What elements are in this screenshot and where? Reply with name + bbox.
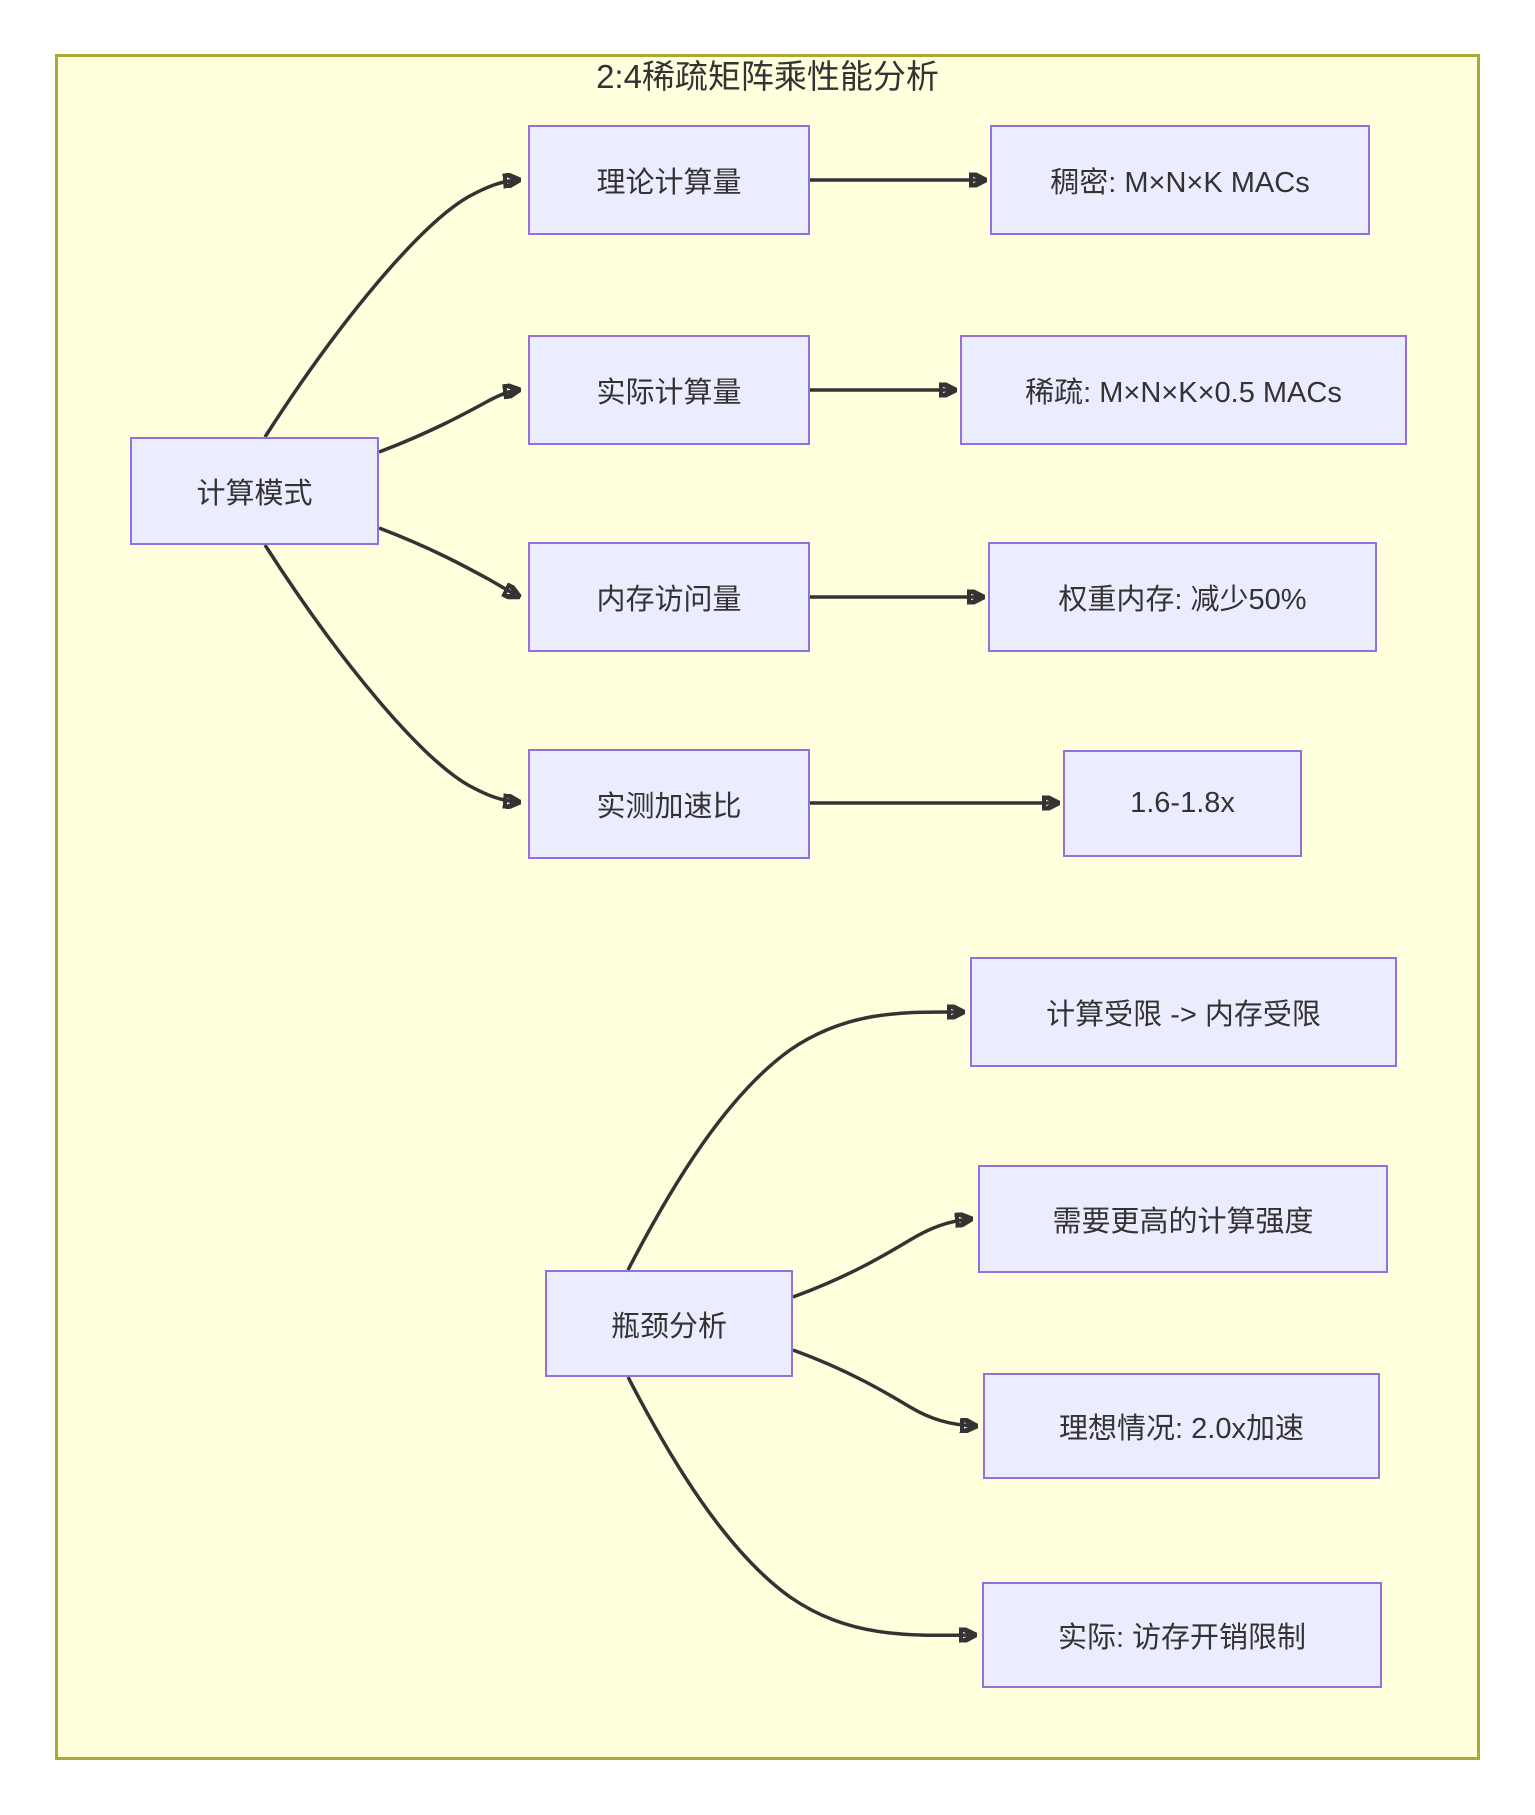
node-sparse-macs-label: 稀疏: M×N×K×0.5 MACs <box>1025 377 1342 409</box>
edge-compute-to-theoretical <box>263 180 518 438</box>
node-theoretical-compute-label: 理论计算量 <box>596 167 742 199</box>
node-sparse-macs: 稀疏: M×N×K×0.5 MACs <box>960 335 1407 445</box>
node-weight-memory: 权重内存: 减少50% <box>988 542 1377 652</box>
node-measured-speedup-label: 实测加速比 <box>596 791 742 823</box>
node-compute-bound-label: 计算受限 -> 内存受限 <box>1046 999 1321 1031</box>
node-speedup-value-label: 1.6-1.8x <box>1130 787 1235 819</box>
edge-bottleneck-to-intensity <box>792 1219 970 1299</box>
node-theoretical-compute: 理论计算量 <box>528 125 810 235</box>
node-bottleneck-analysis: 瓶颈分析 <box>545 1270 793 1377</box>
node-weight-memory-label: 权重内存: 减少50% <box>1058 584 1307 616</box>
node-higher-intensity-label: 需要更高的计算强度 <box>1052 1206 1314 1238</box>
node-dense-macs: 稠密: M×N×K MACs <box>990 125 1370 235</box>
node-compute-mode-label: 计算模式 <box>196 478 313 510</box>
edge-bottleneck-to-overhead <box>626 1376 974 1635</box>
diagram-title: 2:4稀疏矩阵乘性能分析 <box>596 58 939 95</box>
node-actual-compute-label: 实际计算量 <box>596 377 742 409</box>
edge-bottleneck-to-ideal <box>792 1348 975 1426</box>
node-actual-compute: 实际计算量 <box>528 335 810 445</box>
node-ideal-speedup-label: 理想情况: 2.0x加速 <box>1059 1413 1304 1445</box>
node-dense-macs-label: 稠密: M×N×K MACs <box>1050 167 1310 199</box>
node-compute-bound-to-memory-bound: 计算受限 -> 内存受限 <box>970 957 1397 1067</box>
node-memory-overhead-limit: 实际: 访存开销限制 <box>982 1582 1382 1688</box>
node-ideal-speedup: 理想情况: 2.0x加速 <box>983 1373 1380 1479</box>
edge-compute-to-actual <box>378 390 518 454</box>
edge-bottleneck-to-bound <box>626 1012 962 1271</box>
node-memory-access-label: 内存访问量 <box>596 584 742 616</box>
node-higher-intensity: 需要更高的计算强度 <box>978 1165 1388 1273</box>
node-memory-overhead-label: 实际: 访存开销限制 <box>1057 1622 1307 1654</box>
node-compute-mode: 计算模式 <box>130 437 379 545</box>
node-speedup-value: 1.6-1.8x <box>1063 750 1302 857</box>
node-measured-speedup: 实测加速比 <box>528 749 810 859</box>
edge-compute-to-memory <box>378 526 518 596</box>
node-bottleneck-analysis-label: 瓶颈分析 <box>610 1310 727 1343</box>
edge-compute-to-speedup <box>263 544 518 802</box>
node-memory-access: 内存访问量 <box>528 542 810 652</box>
